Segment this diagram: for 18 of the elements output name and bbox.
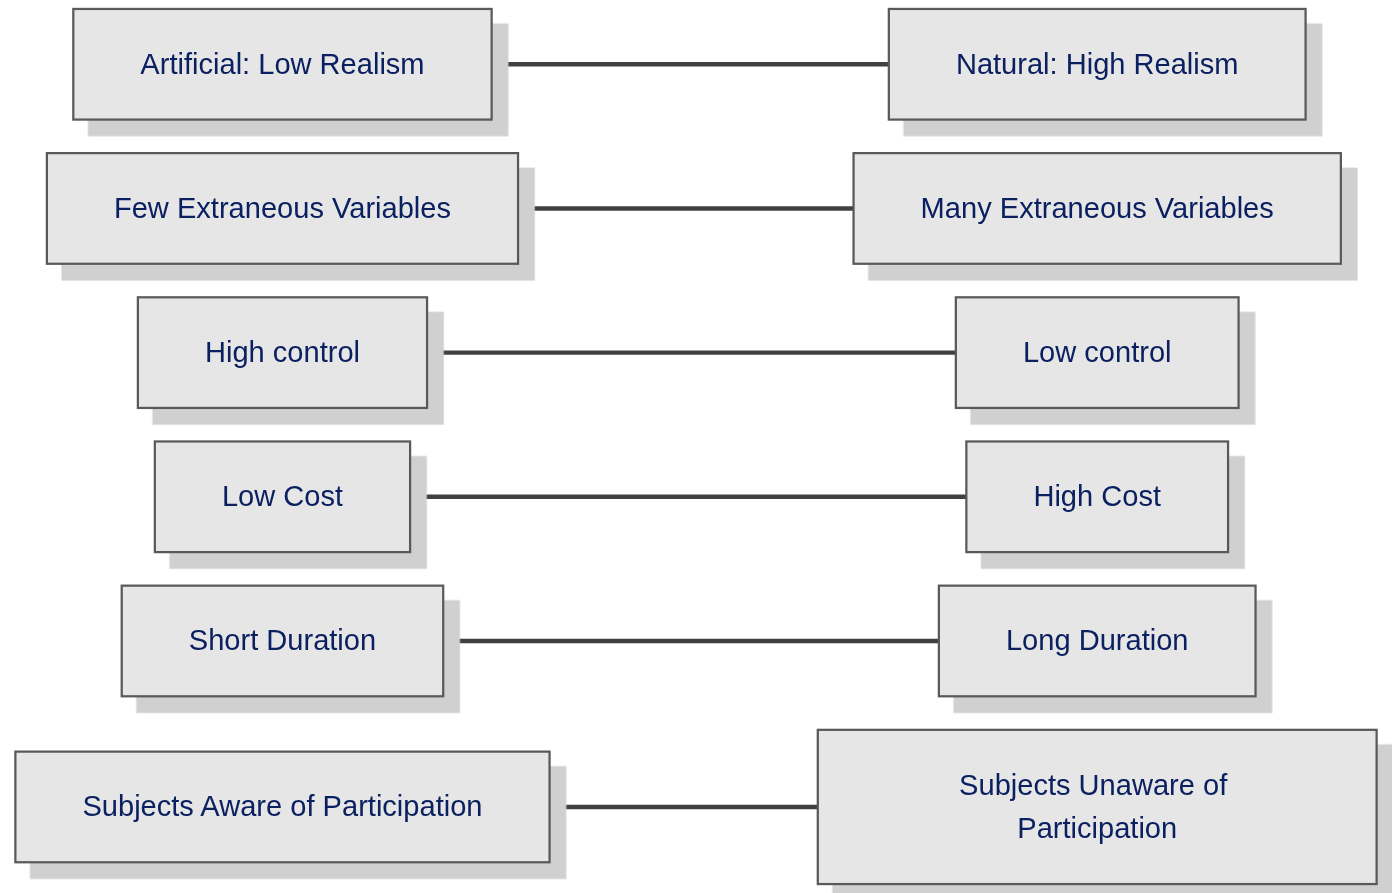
node-box: Subjects Unaware of Participation [816,728,1378,886]
connector [443,638,939,644]
node-box: Low Cost [153,440,412,554]
node-box: Artificial: Low Realism [72,7,493,121]
node-box: Low control [954,296,1240,410]
connector [410,494,967,500]
node-box: High control [136,296,429,410]
connector [549,804,818,810]
node-box: Many Extraneous Variables [852,152,1342,265]
node-box: Subjects Aware of Participation [14,750,551,864]
connector [427,350,956,355]
connector [518,206,854,211]
node-box: Natural: High Realism [887,7,1307,121]
node-box: Long Duration [937,584,1257,698]
node-box: Short Duration [120,584,445,698]
node-box: High Cost [965,440,1230,554]
node-box: Few Extraneous Variables [45,152,520,265]
connector [491,62,889,67]
